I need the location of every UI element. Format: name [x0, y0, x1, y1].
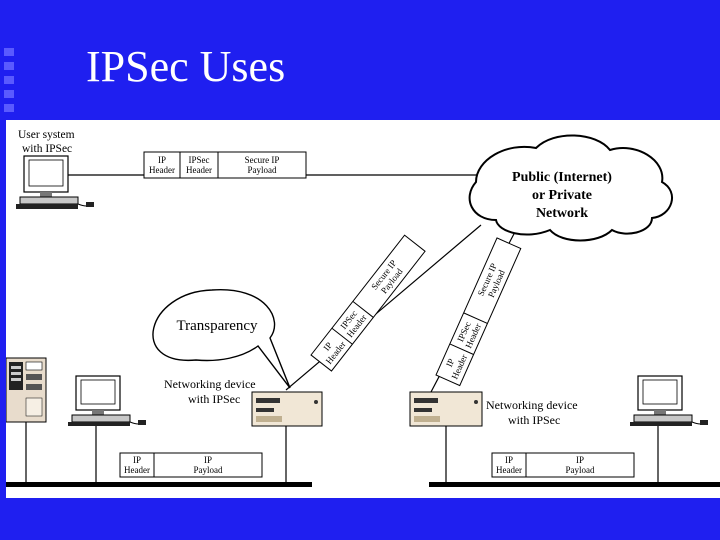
- svg-text:IP: IP: [444, 357, 456, 368]
- cloud-label-line1: Public (Internet): [512, 170, 612, 185]
- svg-text:Payload: Payload: [566, 465, 595, 475]
- packet-top: IP Header IPSec Header Secure IP Payload: [143, 151, 307, 179]
- cloud-label-line3: Network: [536, 206, 588, 221]
- slide-title: IPSec Uses: [86, 42, 286, 91]
- svg-text:with IPSec: with IPSec: [22, 143, 72, 155]
- packet-diagonal-right: IP Header IPSec Header Secure IP Payload: [435, 237, 522, 387]
- svg-text:Networking device: Networking device: [164, 377, 256, 391]
- svg-text:User system: User system: [18, 129, 75, 141]
- lan-bar-right: [429, 482, 720, 487]
- svg-text:Header: Header: [496, 465, 522, 475]
- lan-left-computer-icon: [68, 375, 146, 426]
- svg-text:Secure IP: Secure IP: [245, 155, 280, 165]
- svg-text:Payload: Payload: [194, 465, 223, 475]
- cloud-icon: Public (Internet) or Private Network: [468, 134, 673, 242]
- diagram-panel: Public (Internet) or Private Network Use…: [5, 120, 720, 498]
- svg-text:Header: Header: [186, 165, 212, 175]
- netdev-left-label: Networking device with IPSec: [164, 377, 256, 406]
- networking-device-left-icon: [251, 391, 323, 427]
- server-icon: [5, 357, 47, 423]
- svg-text:IP: IP: [204, 455, 212, 465]
- svg-text:IP: IP: [505, 455, 513, 465]
- slide-decoration: [4, 48, 14, 112]
- transparency-bubble: Transparency: [152, 289, 291, 389]
- netdev-right-label: Networking device with IPSec: [486, 398, 578, 427]
- svg-text:Header: Header: [149, 165, 175, 175]
- packet-bottom-left: IP Header IP Payload: [119, 452, 263, 478]
- svg-text:IP: IP: [133, 455, 141, 465]
- svg-text:Payload: Payload: [248, 165, 277, 175]
- cloud-label-line2: or Private: [532, 188, 592, 203]
- svg-text:with IPSec: with IPSec: [508, 413, 560, 427]
- lan-bar-left: [6, 482, 312, 487]
- svg-text:Header: Header: [124, 465, 150, 475]
- lan-right-computer-icon: [630, 375, 708, 426]
- networking-device-right-icon: [409, 391, 483, 427]
- packet-bottom-right: IP Header IP Payload: [491, 452, 635, 478]
- transparency-label: Transparency: [176, 318, 258, 334]
- svg-text:IPSec: IPSec: [189, 155, 210, 165]
- svg-text:Networking device: Networking device: [486, 398, 578, 412]
- svg-text:with IPSec: with IPSec: [188, 392, 240, 406]
- svg-text:IP: IP: [576, 455, 584, 465]
- svg-text:IP: IP: [158, 155, 166, 165]
- user-system-label: User system with IPSec: [18, 129, 75, 155]
- packet-diagonal-left: IP Header IPSec Header Secure IP Payload: [310, 234, 426, 372]
- user-computer-icon: [16, 155, 94, 209]
